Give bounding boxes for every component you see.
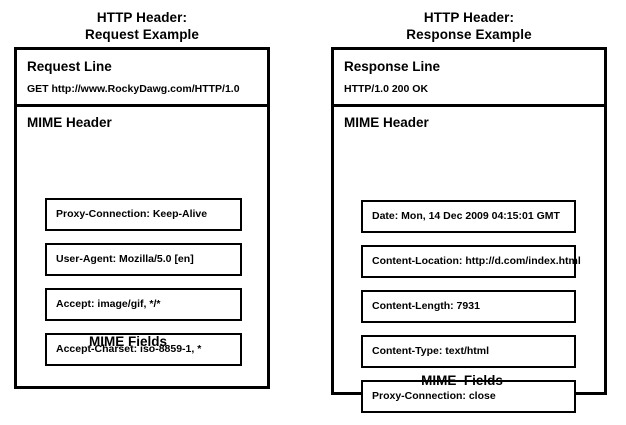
response-diagram-title-line2: Response Example bbox=[406, 27, 532, 42]
mime-field-text: User-Agent: Mozilla/5.0 [en] bbox=[56, 253, 194, 265]
mime-field-text: Date: Mon, 14 Dec 2009 04:15:01 GMT bbox=[372, 210, 560, 222]
response-mime-field-list: Date: Mon, 14 Dec 2009 04:15:01 GMT Cont… bbox=[361, 200, 581, 425]
mime-field-box: Accept-Charset: iso-8859-1, * bbox=[45, 333, 242, 366]
mime-field-text: Accept: image/gif, */* bbox=[56, 298, 161, 310]
mime-field-text: Content-Location: http://d.com/index.htm… bbox=[372, 255, 581, 267]
mime-field-box: Date: Mon, 14 Dec 2009 04:15:01 GMT bbox=[361, 200, 576, 233]
request-line-section: Request Line GET http://www.RockyDawg.co… bbox=[17, 50, 267, 107]
mime-field-box: Proxy-Connection: Keep-Alive bbox=[45, 198, 242, 231]
request-mime-header-section: MIME Header bbox=[17, 107, 267, 132]
request-mime-header-heading: MIME Header bbox=[27, 115, 112, 130]
mime-field-box: Content-Length: 7931 bbox=[361, 290, 576, 323]
response-line-section: Response Line HTTP/1.0 200 OK bbox=[334, 50, 604, 107]
response-diagram-title-line1: HTTP Header: bbox=[423, 10, 515, 25]
mime-field-text: Content-Length: 7931 bbox=[372, 300, 480, 312]
response-line-value: HTTP/1.0 200 OK bbox=[344, 83, 429, 95]
request-line-value: GET http://www.RockyDawg.com/HTTP/1.0 bbox=[27, 83, 240, 95]
mime-field-box: Content-Location: http://d.com/index.htm… bbox=[361, 245, 581, 278]
request-line-heading: Request Line bbox=[27, 59, 112, 74]
request-mime-field-list: Proxy-Connection: Keep-Alive User-Agent:… bbox=[45, 198, 242, 378]
request-header-panel: Request Line GET http://www.RockyDawg.co… bbox=[14, 47, 270, 389]
mime-field-box: Accept: image/gif, */* bbox=[45, 288, 242, 321]
request-mime-fields-caption: MIME Fields bbox=[88, 334, 167, 349]
mime-field-text: Proxy-Connection: Keep-Alive bbox=[56, 208, 208, 220]
response-mime-header-section: MIME Header bbox=[334, 107, 604, 132]
mime-field-text: Content-Type: text/html bbox=[372, 345, 490, 357]
request-diagram-title: HTTP Header: Request Example bbox=[14, 9, 270, 43]
response-diagram-title: HTTP Header: Response Example bbox=[331, 9, 607, 43]
response-mime-header-heading: MIME Header bbox=[344, 115, 429, 130]
response-header-panel: Response Line HTTP/1.0 200 OK MIME Heade… bbox=[331, 47, 607, 413]
mime-field-text: Proxy-Connection: close bbox=[372, 390, 496, 402]
request-diagram-title-line2: Request Example bbox=[84, 27, 200, 42]
mime-field-box: Content-Type: text/html bbox=[361, 335, 576, 368]
response-mime-fields-caption: MIME Fields bbox=[421, 373, 503, 388]
mime-field-box: User-Agent: Mozilla/5.0 [en] bbox=[45, 243, 242, 276]
request-diagram-title-line1: HTTP Header: bbox=[96, 10, 188, 25]
response-line-heading: Response Line bbox=[344, 59, 441, 74]
mime-field-text: Accept-Charset: iso-8859-1, * bbox=[56, 343, 202, 355]
